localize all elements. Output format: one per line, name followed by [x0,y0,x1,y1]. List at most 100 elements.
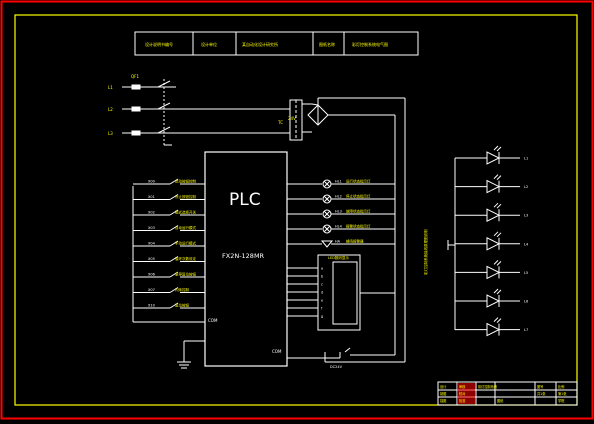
title-block-cell: 设计 [440,384,447,389]
phase-label-l2: L2 [108,107,113,112]
input-row: X00 启动按钮控制 [133,179,205,185]
led-label: L7 [524,328,528,332]
led-label: L5 [524,271,528,275]
input-label: 启动按钮控制 [175,179,196,184]
title-block: 设计审核彩灯控制系统图号比例制图校对共1张第1张描图批准图纸学院 [437,381,578,406]
input-label: 停止按钮控制 [175,194,196,199]
input-row: X04 手动运行模式 [133,241,205,247]
breaker-label: QF1 [131,74,139,79]
title-block-cell: 制图 [440,391,446,396]
segment-label: g [321,315,323,319]
led-row: L6 [455,288,528,308]
input-label: 复位按钮 [175,303,189,308]
input-address: X01 [148,195,155,199]
led-label: L3 [524,214,528,218]
input-label: 手动运行模式 [175,241,196,246]
led-row: L3 [455,202,528,223]
header-cell-2: 设计单位 [201,41,217,47]
input-label: 急停复位按钮 [175,272,196,277]
led-display-module [287,254,405,363]
plc-com-out: COM [272,349,282,354]
input-row: X05 循环次数设定 [133,256,205,262]
title-block-cell: 彩灯控制系统 [478,384,498,389]
transformer-label: TC [277,120,283,125]
input-address: X06 [148,273,155,277]
led-row: L4 [455,231,529,251]
title-block-cell: 学院 [558,398,565,403]
output-row: HL3 故障状态指示灯 [287,209,395,219]
transformer-output-label: 24V [288,116,296,121]
output-address: HL3 [335,210,342,214]
led-label: L4 [524,242,529,246]
led-row: L2 [455,174,528,194]
input-address: X03 [148,226,155,230]
output-label: 运行状态指示灯 [346,179,371,184]
segment-label: a [321,267,323,271]
input-address: X07 [148,288,155,292]
led-row: L1 [455,145,528,165]
segment-label: c [321,283,323,287]
input-row: X06 急停复位按钮 [133,272,205,278]
input-label: 自动运行模式 [175,225,196,230]
input-label: 模式选择开关 [175,210,196,215]
power-section [122,79,406,362]
input-address: X04 [148,242,156,246]
plc-com-in: COM [208,318,218,323]
header-cell-3: 某自动化设计研究所 [242,41,278,47]
segment-label: d [321,291,323,295]
title-block-cell: 比例 [558,384,564,389]
led-ladder [447,158,456,330]
title-block-cell: 共1张 [537,391,546,396]
title-block-cell: 图号 [537,384,543,389]
input-row: X03 自动运行模式 [133,225,205,231]
plc-title: PLC [229,190,261,210]
led-label: L2 [524,185,528,189]
output-row: HL2 停止状态指示灯 [287,194,395,204]
led-display-title: LED数码显示 [328,255,349,260]
title-block-cell: 校对 [459,391,466,396]
input-label: 闪烁控制 [175,287,189,292]
inner-frame [14,14,578,406]
input-address: X05 [148,257,155,261]
input-row: X10 复位按钮 [133,303,205,309]
header-cell-4: 图纸名称 [319,41,335,47]
output-address: HA [335,240,341,244]
led-label: L6 [524,300,528,304]
input-label: 循环次数设定 [175,256,196,261]
segment-label: e [321,299,323,303]
title-block-cell: 批准 [459,398,466,403]
input-bus [132,186,205,369]
title-block-cell: 审核 [459,384,466,389]
plc-model: FX2N-128MR [222,252,265,260]
led-row: L5 [455,260,528,280]
output-address: HL2 [335,195,342,199]
segment-label: f [321,307,323,311]
phase-label-l3: L3 [108,131,113,136]
header-cell-5: 彩灯控制系统电气图 [352,41,388,47]
output-label: 报警状态指示灯 [346,224,371,229]
segment-label: b [321,275,324,279]
output-row: HL1 运行状态指示灯 [287,179,395,189]
header-cell-1: 设计说明书编号 [145,41,173,47]
input-address: X00 [148,180,155,184]
title-block-cell: 图纸 [497,398,504,403]
input-row: X01 停止按钮控制 [133,194,205,200]
output-address: HL4 [335,225,343,229]
output-label: 停止状态指示灯 [346,194,371,199]
dc-supply-label: DC24V [330,365,343,369]
input-address: X10 [148,304,155,308]
title-block-cell: 描图 [440,398,446,403]
plc-block [204,151,288,367]
output-label: 故障状态指示灯 [346,209,371,214]
output-address: HL1 [335,180,342,184]
header-table: 设计说明书编号 设计单位 某自动化设计研究所 图纸名称 彩灯控制系统电气图 [134,31,419,56]
